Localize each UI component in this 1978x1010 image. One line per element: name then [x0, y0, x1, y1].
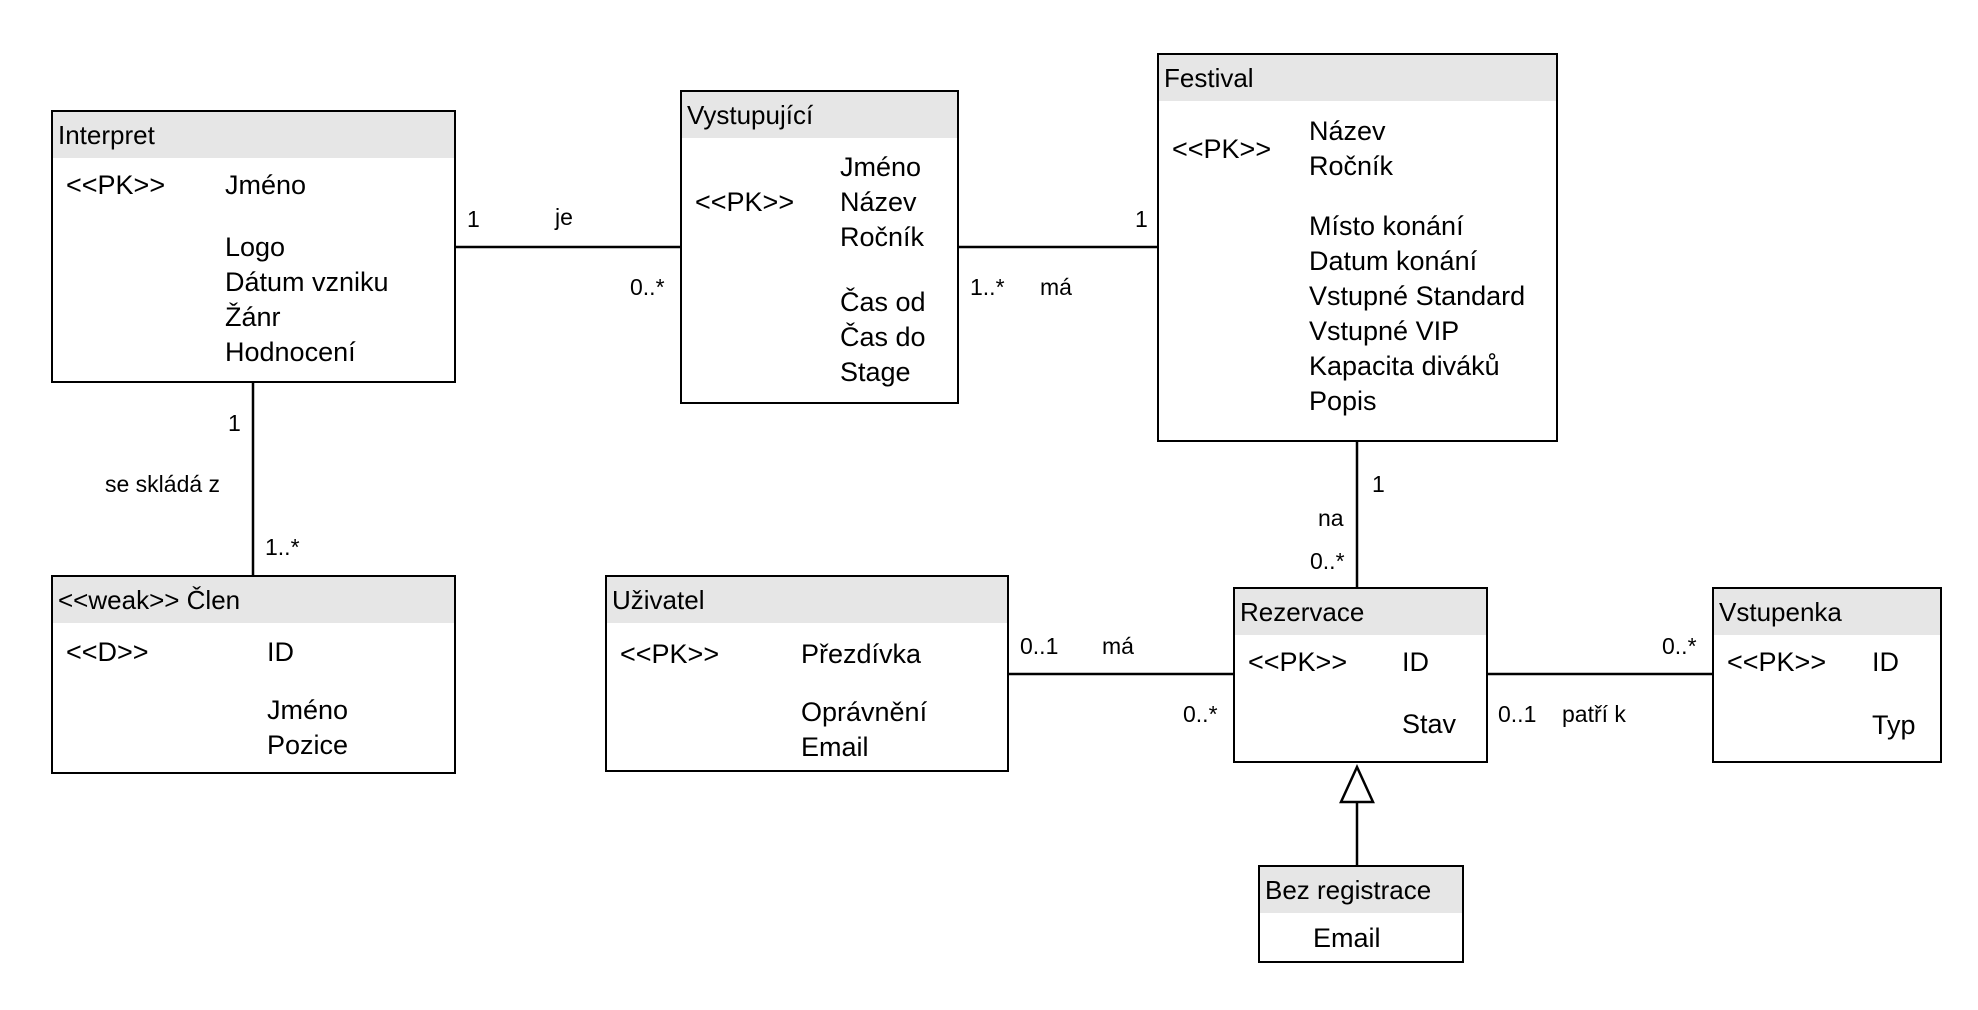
card-interpret-vystupujici-a: 1 [467, 206, 480, 232]
festival-attr-datum: Datum konání [1309, 246, 1478, 276]
rel-name-ma-festival: má [1040, 274, 1072, 300]
rel-name-ma-rezervace: má [1102, 633, 1134, 659]
interpret-pk-attr: Jméno [225, 170, 307, 200]
rezervace-attr-stav: Stav [1402, 709, 1457, 739]
uzivatel-pk-label: <<PK>> [620, 639, 720, 669]
card-interpret-vystupujici-b: 0..* [630, 274, 665, 300]
entity-rezervace-title: Rezervace [1235, 589, 1486, 635]
card-interpret-clen-a: 1 [228, 410, 241, 436]
entity-vstupenka-title: Vstupenka [1714, 589, 1940, 635]
clen-pk-label: <<D>> [66, 637, 149, 667]
interpret-attr-zanr: Žánr [225, 302, 281, 332]
rel-name-je: je [555, 204, 573, 230]
card-festival-rezervace-a: 1 [1372, 471, 1385, 497]
bez-registrace-attr-email: Email [1313, 923, 1381, 953]
festival-attr-kapacita: Kapacita diváků [1309, 351, 1500, 381]
festival-pk-attr-nazev: Název [1309, 116, 1386, 146]
vystupujici-attr-cas-do: Čas do [840, 322, 926, 352]
entity-festival-title: Festival [1159, 55, 1556, 101]
clen-attr-jmeno: Jméno [267, 695, 349, 725]
inheritance-triangle [1339, 763, 1375, 804]
entity-clen-title: <<weak>> Člen [53, 577, 454, 623]
festival-attr-popis: Popis [1309, 386, 1377, 416]
card-uzivatel-rezervace-b: 0..* [1183, 701, 1218, 727]
vystupujici-pk-attr-rocnik: Ročník [840, 222, 925, 252]
entity-festival: Festival <<PK>> Název Ročník Místo konán… [1157, 53, 1558, 442]
rel-name-patri-k: patří k [1562, 701, 1626, 727]
entity-bez-registrace-title: Bez registrace [1260, 867, 1462, 913]
card-vystupujici-festival-b: 1 [1135, 206, 1148, 232]
entity-vystupujici: Vystupující <<PK>> Jméno Název Ročník Ča… [680, 90, 959, 404]
vystupujici-attr-cas-od: Čas od [840, 287, 926, 317]
vstupenka-pk-attr: ID [1872, 647, 1899, 677]
festival-attr-vstupne-vip: Vstupné VIP [1309, 316, 1460, 346]
interpret-attr-logo: Logo [225, 232, 286, 262]
uzivatel-attr-opravneni: Oprávnění [801, 697, 928, 727]
interpret-attr-hodnoceni: Hodnocení [225, 337, 356, 367]
rezervace-pk-label: <<PK>> [1248, 647, 1348, 677]
entity-vstupenka: Vstupenka <<PK>> ID Typ [1712, 587, 1942, 763]
rel-name-se-sklada-z: se skládá z [105, 471, 221, 497]
interpret-attr-datum: Dátum vzniku [225, 267, 389, 297]
vystupujici-pk-label: <<PK>> [695, 187, 795, 217]
festival-attr-misto: Místo konání [1309, 211, 1464, 241]
card-uzivatel-rezervace-a: 0..1 [1020, 633, 1059, 659]
vystupujici-pk-attr-nazev: Název [840, 187, 917, 217]
entity-bez-registrace: Bez registrace Email [1258, 865, 1464, 963]
clen-attr-pozice: Pozice [267, 730, 349, 760]
uzivatel-pk-attr: Přezdívka [801, 639, 922, 669]
entity-clen: <<weak>> Člen <<D>> ID Jméno Pozice [51, 575, 456, 774]
uzivatel-attr-email: Email [801, 732, 869, 762]
card-vystupujici-festival-a: 1..* [970, 274, 1005, 300]
festival-attr-vstupne-standard: Vstupné Standard [1309, 281, 1526, 311]
vstupenka-pk-label: <<PK>> [1727, 647, 1827, 677]
card-rezervace-vstupenka-a: 0..1 [1498, 701, 1537, 727]
entity-vystupujici-title: Vystupující [682, 92, 957, 138]
entity-uzivatel-title: Uživatel [607, 577, 1007, 623]
entity-rezervace: Rezervace <<PK>> ID Stav [1233, 587, 1488, 763]
vystupujici-attr-stage: Stage [840, 357, 911, 387]
interpret-pk-label: <<PK>> [66, 170, 166, 200]
clen-pk-attr: ID [267, 637, 294, 667]
vstupenka-attr-typ: Typ [1872, 710, 1916, 740]
card-festival-rezervace-b: 0..* [1310, 548, 1345, 574]
festival-pk-attr-rocnik: Ročník [1309, 151, 1394, 181]
entity-interpret: Interpret <<PK>> Jméno Logo Dátum vzniku… [51, 110, 456, 383]
entity-uzivatel: Uživatel <<PK>> Přezdívka Oprávnění Emai… [605, 575, 1009, 772]
card-interpret-clen-b: 1..* [265, 534, 300, 560]
entity-interpret-title: Interpret [53, 112, 454, 158]
rezervace-pk-attr: ID [1402, 647, 1429, 677]
vystupujici-pk-attr-jmeno: Jméno [840, 152, 922, 182]
festival-pk-label: <<PK>> [1172, 134, 1272, 164]
card-rezervace-vstupenka-b: 0..* [1662, 633, 1697, 659]
rel-name-na: na [1318, 505, 1344, 531]
